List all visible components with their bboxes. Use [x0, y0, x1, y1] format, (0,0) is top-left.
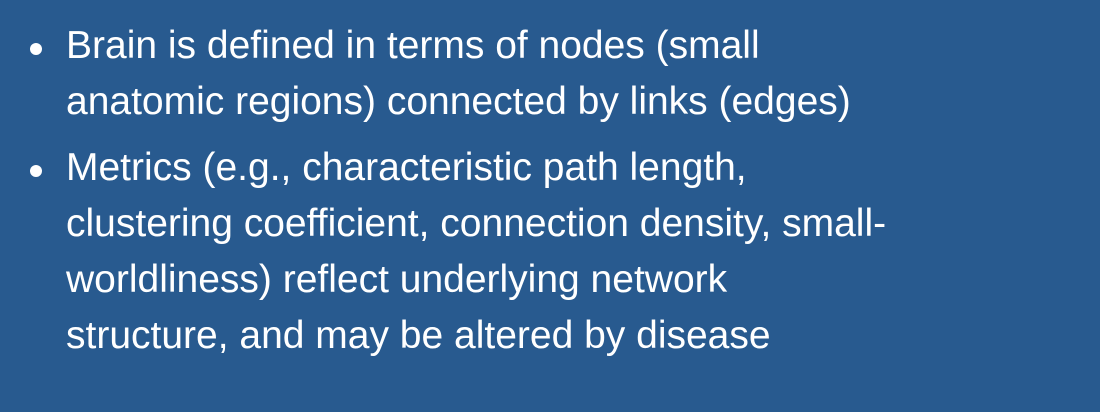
bullet-line: worldliness) reflect underlying network [66, 258, 728, 301]
bullet-item: Metrics (e.g., characteristic path lengt… [22, 140, 1070, 364]
bullet-line: structure, and may be altered by disease [66, 314, 771, 357]
bullet-line: anatomic regions) connected by links (ed… [66, 80, 851, 123]
bullet-dot-icon [30, 165, 42, 177]
bullet-line: Metrics (e.g., characteristic path lengt… [66, 146, 747, 189]
bullet-item: Brain is defined in terms of nodes (smal… [22, 18, 1070, 130]
bullet-list: Brain is defined in terms of nodes (smal… [22, 18, 1070, 364]
bullet-dot-icon [30, 43, 42, 55]
bullet-line: Brain is defined in terms of nodes (smal… [66, 24, 760, 67]
bullet-line: clustering coefficient, connection densi… [66, 202, 887, 245]
